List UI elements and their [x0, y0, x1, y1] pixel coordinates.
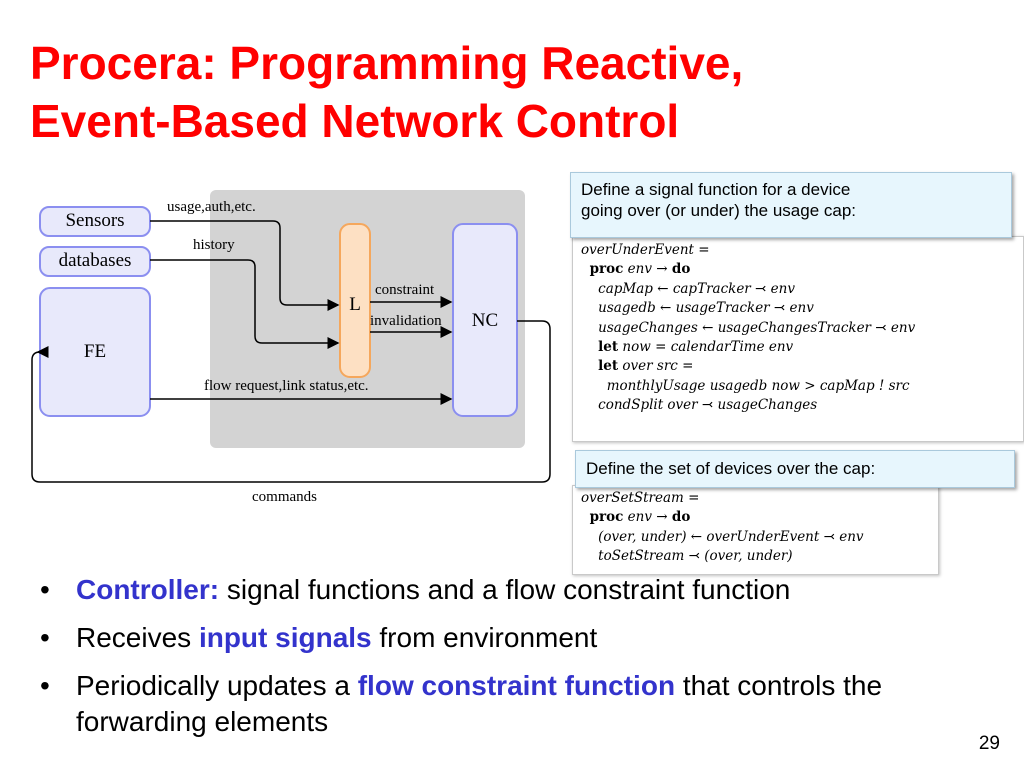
bullet-text: from environment — [371, 622, 598, 653]
bullet-highlight: Controller: — [76, 574, 220, 605]
history-edge-label: history — [193, 237, 235, 253]
slide-title-line-1: Procera: Programming Reactive, — [30, 37, 744, 89]
sensors-label: Sensors — [65, 210, 125, 231]
nc-node — [452, 223, 518, 417]
code-block-over-under-event: overUnderEvent = proc env → do capMap ← … — [572, 236, 1024, 442]
callout-signal-function: Define a signal function for a device go… — [570, 172, 1012, 238]
code-line: usagedb ← usageTracker ⤙ env — [581, 300, 814, 317]
slide-number: 29 — [978, 733, 1000, 754]
code-line: monthlyUsage usagedb now > capMap ! src — [581, 377, 910, 394]
bullet-item: • Periodically updates a flow constraint… — [40, 668, 936, 740]
bullet-dot: • — [40, 574, 50, 605]
commands-edge-label: commands — [252, 489, 317, 505]
architecture-diagram: Sensors databases FE L NC usage,auth,etc… — [30, 178, 555, 513]
slide-title-line-2: Event-Based Network Control — [30, 95, 680, 147]
nc-label: NC — [471, 310, 499, 331]
history-edge — [150, 259, 340, 349]
commands-edge — [31, 320, 551, 483]
l-node — [339, 223, 371, 378]
bullet-item: • Receives input signals from environmen… — [40, 620, 990, 656]
code-line: overUnderEvent = — [581, 242, 710, 258]
invalidation-edge-label: invalidation — [370, 313, 442, 329]
code-line: toSetStream ⤙ (over, under) — [581, 548, 793, 565]
code-lines: overSetStream = proc env → do (over, und… — [581, 489, 930, 567]
bullet-item: • Controller: signal functions and a flo… — [40, 572, 990, 608]
bullet-dot: • — [40, 670, 50, 701]
constraint-edge-label: constraint — [375, 282, 435, 298]
callout-device-set-text: Define the set of devices over the cap: — [586, 459, 876, 478]
code-line: proc env → do — [589, 509, 691, 526]
callout-signal-function-line-1: Define a signal function for a device — [581, 180, 851, 199]
bullet-text: that controls the forwarding elements — [76, 670, 883, 737]
databases-label: databases — [58, 250, 132, 271]
bullet-dot: • — [40, 622, 50, 653]
code-line: let now = calendarTime env — [598, 339, 794, 356]
code-lines: overUnderEvent = proc env → do capMap ← … — [581, 241, 1015, 416]
slide-title: Procera: Programming Reactive, Event-Bas… — [30, 34, 990, 150]
databases-node — [39, 246, 151, 277]
bullet-highlight: input signals — [198, 622, 372, 653]
code-line: condSplit over ⤙ usageChanges — [581, 397, 818, 414]
callout-signal-function-line-2: going over (or under) the usage cap: — [581, 201, 857, 220]
l-label: L — [349, 294, 361, 315]
code-line: overSetStream = — [581, 490, 700, 506]
bullet-text: Periodically updates a — [76, 670, 358, 701]
usage-edge — [150, 220, 340, 311]
diagram-graphics — [31, 190, 551, 483]
bullet-text: signal functions and a flow constraint f… — [219, 574, 791, 605]
usage-edge-label: usage,auth,etc. — [167, 199, 256, 215]
fe-label: FE — [83, 341, 107, 362]
bullet-highlight: flow constraint function — [357, 670, 676, 701]
code-line: capMap ← capTracker ⤙ env — [581, 280, 795, 297]
code-line: (over, under) ← overUnderEvent ⤙ env — [581, 528, 864, 545]
bullet-list: • Controller: signal functions and a flo… — [40, 572, 990, 752]
code-line: proc env → do — [589, 261, 691, 278]
code-line: let over src = — [598, 358, 694, 375]
bullet-text: Receives — [76, 622, 199, 653]
code-block-over-set-stream: overSetStream = proc env → do (over, und… — [572, 485, 939, 575]
code-line: usageChanges ← usageChangesTracker ⤙ env — [581, 319, 916, 336]
callout-device-set: Define the set of devices over the cap: — [575, 450, 1015, 488]
flow-request-edge-label: flow request,link status,etc. — [204, 378, 369, 394]
